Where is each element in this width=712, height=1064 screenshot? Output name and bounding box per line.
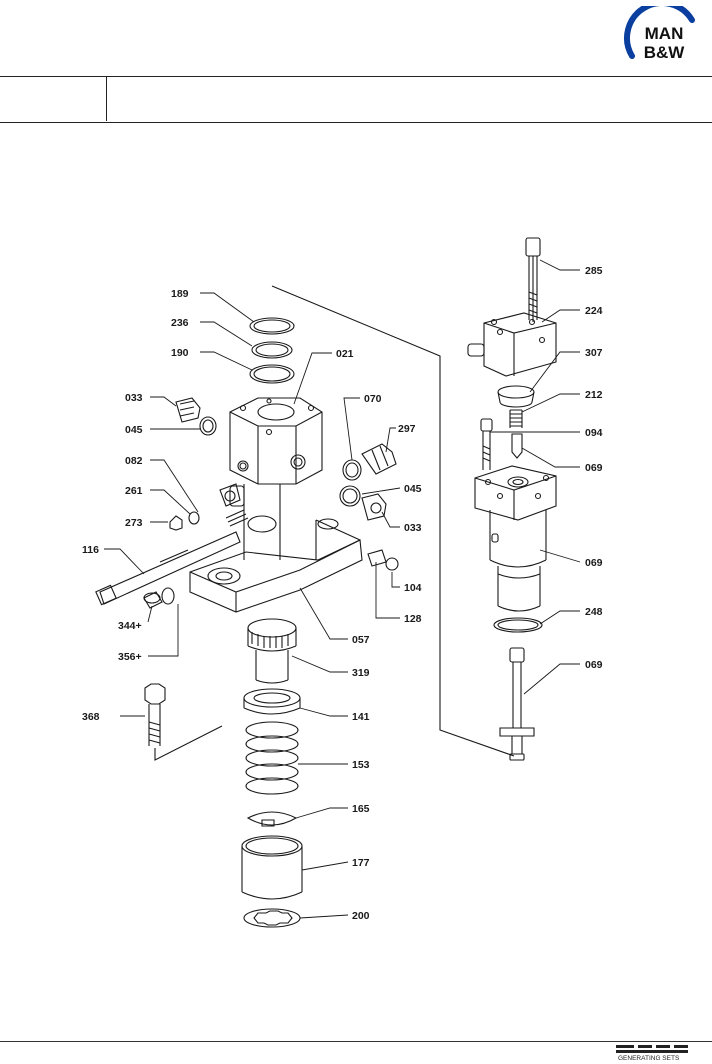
header-divider [106, 76, 107, 121]
label-200: 200 [352, 910, 370, 922]
part-248-oring [493, 617, 543, 633]
label-045-left: 045 [125, 424, 143, 436]
part-070-ring [342, 459, 362, 481]
part-small-spring [225, 509, 249, 527]
exploded-parts-diagram: 285 224 307 212 094 069 069 248 069 189 … [82, 237, 603, 928]
label-165: 165 [352, 803, 370, 815]
label-021: 021 [336, 348, 354, 360]
label-224: 224 [585, 305, 603, 317]
man-bw-logo: MAN B&W [624, 6, 695, 62]
part-261-ring [188, 511, 200, 525]
label-307: 307 [585, 347, 603, 359]
part-165-retainer [246, 811, 298, 827]
label-285: 285 [585, 265, 603, 277]
connect-line-right [271, 285, 515, 757]
part-069-pin [511, 433, 523, 459]
label-261: 261 [125, 485, 143, 497]
label-236: 236 [171, 317, 189, 329]
label-177: 177 [352, 857, 370, 869]
logo-line2: B&W [644, 43, 686, 62]
header-box [0, 76, 712, 123]
part-045-ring-right [339, 485, 361, 507]
part-344-plug [143, 591, 163, 609]
part-368-bolt [144, 683, 166, 746]
label-141: 141 [352, 711, 370, 723]
part-212-spring [509, 409, 523, 428]
part-094-screw [480, 418, 493, 470]
label-368: 368 [82, 711, 100, 723]
part-153-spring [245, 721, 299, 795]
label-082: 082 [125, 455, 143, 467]
label-356: 356+ [118, 651, 142, 663]
label-094: 094 [585, 427, 603, 439]
footer-logo-text: GENERATING SETS [618, 1055, 680, 1062]
label-319: 319 [352, 667, 370, 679]
label-273: 273 [125, 517, 143, 529]
label-057: 057 [352, 634, 370, 646]
part-273-nut [169, 515, 183, 531]
label-045-right: 045 [404, 483, 422, 495]
label-128: 128 [404, 613, 422, 625]
part-104-ring [385, 557, 399, 571]
part-236-ring [251, 341, 293, 359]
part-189-ring [249, 317, 295, 335]
label-212: 212 [585, 389, 603, 401]
logo-line1: MAN [645, 24, 684, 43]
part-224-block [467, 312, 557, 377]
label-069-plunger: 069 [585, 659, 603, 671]
part-057-base [189, 518, 363, 613]
connect-line-left [154, 725, 223, 761]
label-069-pin: 069 [585, 462, 603, 474]
part-297-fitting [361, 443, 397, 475]
label-116: 116 [82, 544, 99, 556]
part-033-plug-left [175, 397, 201, 423]
part-116-rack [95, 531, 241, 606]
part-356-ring [161, 587, 175, 605]
label-297: 297 [398, 423, 416, 435]
part-200-washer [243, 908, 301, 928]
label-189: 189 [171, 288, 189, 300]
part-045-ring-left [199, 416, 217, 436]
label-033-left: 033 [125, 392, 143, 404]
leader-lines [104, 259, 581, 919]
label-070: 070 [364, 393, 382, 405]
part-190-ring [249, 364, 295, 384]
part-177-cup [241, 835, 303, 900]
part-285-bolt [525, 237, 541, 322]
label-104: 104 [404, 582, 422, 594]
part-069-body [474, 465, 557, 612]
part-307-seat [497, 385, 535, 408]
part-128-screw [367, 549, 387, 567]
part-033-plug-right [361, 493, 387, 521]
label-344: 344+ [118, 620, 142, 632]
label-033-right: 033 [404, 522, 422, 534]
part-319-sleeve [247, 618, 297, 684]
label-069-body: 069 [585, 557, 603, 569]
label-190: 190 [171, 347, 189, 359]
footer-rule [0, 1041, 712, 1042]
part-069-plunger [499, 647, 535, 761]
label-248: 248 [585, 606, 603, 618]
part-141-seat [243, 688, 301, 715]
part-021-housing [229, 397, 323, 560]
footer-logo: GENERATING SETS [616, 1045, 688, 1062]
part-082-stud [219, 483, 241, 507]
label-153: 153 [352, 759, 370, 771]
